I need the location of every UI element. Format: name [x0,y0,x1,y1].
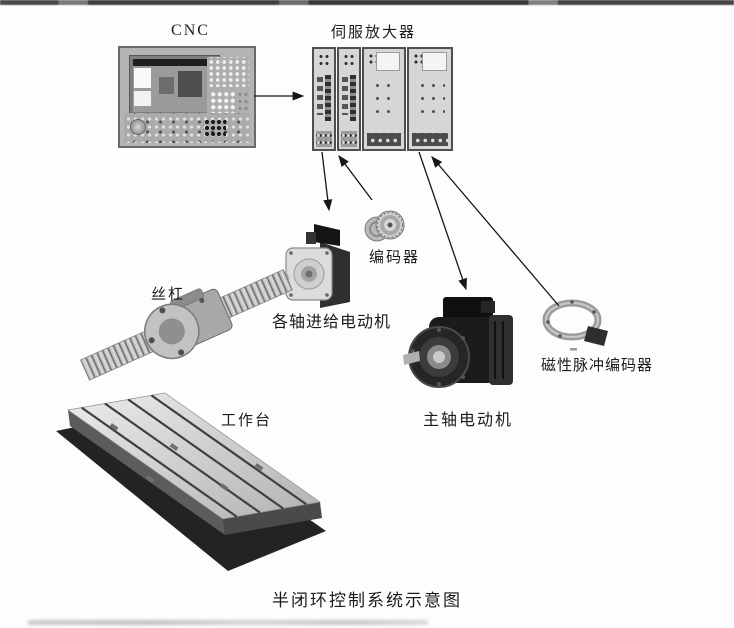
worktable-label: 工作台 [221,413,273,429]
feed-motor-image [276,224,350,308]
amp-module-components [370,77,398,123]
amp-module-2 [337,47,361,151]
amp-module-4 [407,47,453,151]
cnc-keypad-side [237,91,249,114]
amp-module-3 [362,47,406,151]
spindle-motor-label: 主轴电动机 [423,412,514,429]
amp-module-terminals [367,133,401,146]
arrow-magnetic-encoder-to-amplifier [431,156,560,307]
cnc-jog-knob [130,119,146,135]
worktable-surface [67,392,321,520]
feed-motor-label: 各轴进给电动机 [272,314,392,331]
amp-module-leds [342,77,348,115]
amp-module-connectors [317,52,331,65]
cnc-lower-keys [124,113,250,143]
cnc-panel-image [118,46,256,148]
cnc-screen [129,55,220,116]
magnetic-encoder-label: 磁性脉冲编码器 [541,358,654,374]
bottom-edge-print-artifact [28,620,428,625]
cnc-keypad-lower [210,91,235,114]
arrow-encoder-to-amplifier [338,154,373,201]
servo-amplifier-label: 伺服放大器 [331,25,417,41]
amp-module-terminals [341,131,357,147]
amp-module-heatsink [325,75,331,121]
amp-module-terminals [412,133,448,146]
worktable-image [56,392,326,571]
top-edge-print-artifact [0,0,734,5]
worktable-t-slots [80,394,308,518]
amp-module-heatsink [350,75,356,121]
cnc-keypad-upper [207,57,249,87]
cnc-screen-content [133,59,216,112]
figure-caption: 半闭环控制系统示意图 [272,591,462,610]
amp-module-connectors [342,52,356,65]
encoder-image [364,210,405,242]
amp-module-leds [317,77,323,115]
amp-module-1 [312,47,336,151]
spindle-motor-image [403,297,513,388]
spindle-motor-bolts [411,328,465,386]
leadscrew-image [79,269,293,381]
magnetic-encoder-image [542,299,608,351]
cnc-keypad-grid [207,57,249,115]
amp-module-label-plate [421,52,447,71]
arrow-amplifier-to-spindle-motor [418,151,467,291]
arrow-amplifier-to-feed-motor [321,151,333,212]
cnc-label: CNC [171,22,210,39]
amp-module-components [415,77,445,123]
amp-module-terminals [316,131,332,147]
worktable-bolt-holes [109,423,264,491]
amp-module-label-plate [376,52,400,71]
encoder-label: 编码器 [369,250,421,266]
cnc-dark-key-cluster [204,119,226,138]
leadscrew-label: 丝杠 [151,287,186,303]
